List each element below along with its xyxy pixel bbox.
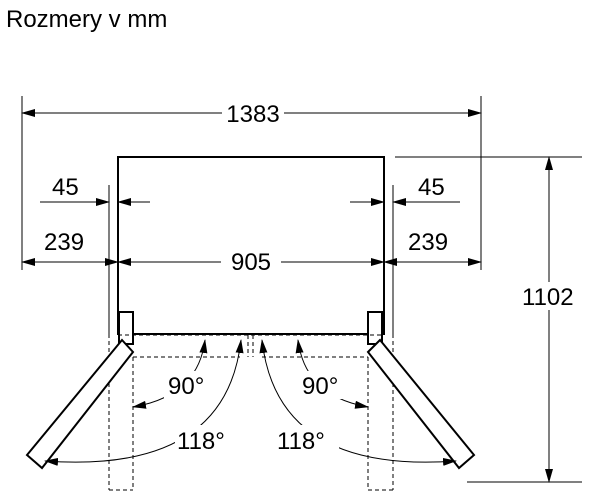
door-swing-outlines — [108, 334, 394, 491]
right-inner-angle-label: 90° — [302, 373, 338, 400]
appliance-body — [117, 156, 385, 335]
right-outer-angle-label: 118° — [277, 428, 325, 455]
right-door — [366, 338, 476, 470]
overall-width-label: 1383 — [226, 101, 279, 128]
right-gap-label: 45 — [418, 174, 445, 201]
right-clearance-label: 239 — [408, 229, 448, 256]
extension-lines — [21, 96, 582, 483]
body-width-label: 905 — [231, 249, 271, 276]
left-gap-label: 45 — [52, 174, 79, 201]
left-inner-angle-label: 90° — [168, 373, 204, 400]
door-hinges — [118, 311, 383, 345]
cabinet-outline — [117, 156, 385, 335]
left-door — [25, 338, 135, 470]
left-clearance-label: 239 — [44, 229, 84, 256]
left-hinge — [118, 311, 134, 345]
total-depth-label: 1102 — [522, 284, 574, 311]
open-doors — [25, 338, 476, 470]
left-outer-angle-label: 118° — [177, 428, 225, 455]
page-title: Rozmery v mm — [6, 6, 168, 33]
